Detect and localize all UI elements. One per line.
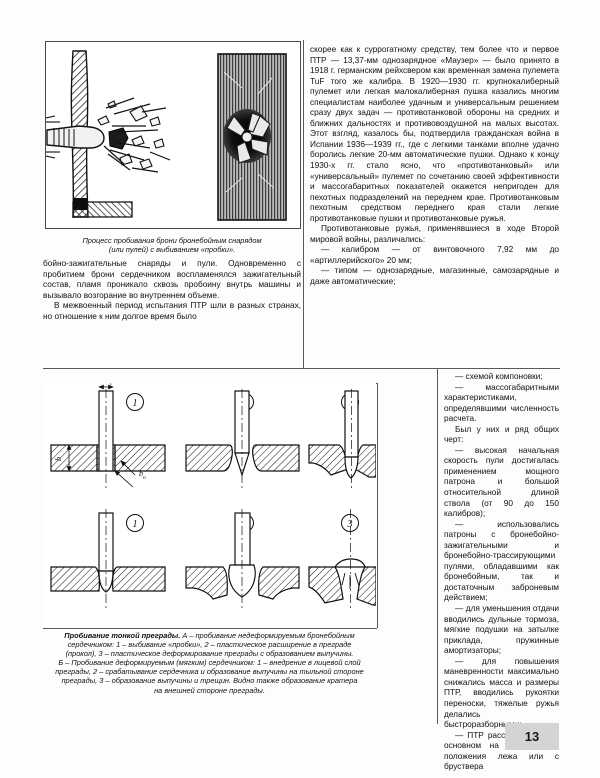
core-diameter-subscript: с (110, 383, 113, 387)
caption-line: Пробивание тонкой преграды. А – пробиван… (43, 631, 376, 640)
caption-line: (прокол), 3 – пластическое деформировани… (65, 649, 354, 659)
page-number: 13 (524, 729, 540, 744)
armor-hole-photograph (217, 53, 287, 221)
column-divider-bottom (437, 369, 438, 724)
caption-line: преграды, 2 – срабатывание сердечника и … (55, 667, 364, 677)
figure-bottom-bottom-rule (43, 628, 377, 629)
page-number-badge: 13 (505, 723, 559, 750)
figure-top-caption-line2: (или пулей) с выбиванием «пробки». (108, 245, 236, 255)
svg-text:b: b (54, 457, 63, 461)
horizontal-rule-right (303, 368, 560, 369)
spall-fragments (97, 100, 165, 170)
list-item: — использовались патроны с бронебойно-за… (444, 518, 559, 603)
caption-line-rest: А – пробивание недеформируемым бронебойн… (180, 631, 355, 640)
panel-a2: 2 (185, 389, 300, 491)
panel-b1: 1 (50, 509, 166, 611)
fragment-motion-lines (103, 97, 171, 173)
plug-thickness-subscript: п (143, 475, 146, 481)
armor-penetration-illustration (45, 41, 301, 229)
panel-a1: 1 d b b (50, 383, 166, 491)
figure-top-caption-line1: Процесс пробивания брони бронебойным сна… (82, 236, 262, 245)
list-item: — для повышения маневренности максимальн… (444, 655, 559, 730)
caption-line: преграды, 3 – образование выпучины и тре… (61, 676, 358, 686)
paragraph: Был у них и ряд общих черт: (444, 423, 559, 445)
list-item: — схемой компоновки; (455, 371, 543, 381)
list-item: — массогабаритными характеристиками, опр… (444, 381, 559, 424)
caption-line: Б – Пробивание деформируемым (мягким) се… (58, 658, 361, 668)
column-divider-top (303, 40, 304, 369)
figure-bottom-right-rule (377, 383, 378, 628)
list-item: — для уменьшения отдачи вводились дульны… (444, 603, 559, 656)
caption-bold-prefix: Пробивание тонкой преграды. (64, 631, 181, 640)
list-item: — типом — однозарядные, магазинные, само… (310, 265, 559, 287)
horizontal-rule-left (43, 368, 303, 369)
svg-text:3: 3 (347, 519, 353, 530)
figure-top-caption: Процесс пробивания брони бронебойным сна… (42, 236, 302, 254)
left-column-text: бойно-зажигательные снаряды и пули. Одно… (43, 258, 301, 321)
paragraph: В межвоенный период испытания ПТР шли в … (43, 300, 301, 321)
svg-text:1: 1 (133, 519, 138, 530)
bullet-core-shape (46, 115, 105, 159)
caption-line: на внешней стороне преграды. (154, 685, 265, 695)
right-column-wide-text: скорее как к суррогатному средству, тем … (310, 44, 559, 287)
svg-text:d: d (104, 383, 109, 384)
petal-rupture (226, 112, 271, 164)
caption-line: сердечником: 1 – выбивание «пробки», 2 –… (67, 640, 352, 650)
thin-barrier-penetration-diagram: 1 d b b (43, 383, 376, 628)
panel-b3: 3 (308, 509, 376, 611)
svg-text:b: b (139, 469, 143, 478)
panel-b2: 2 (185, 509, 300, 611)
svg-text:1: 1 (133, 398, 138, 409)
paragraph: Противотанковые ружья, применявшиеся в х… (310, 223, 559, 244)
paragraph: скорее как к суррогатному средству, тем … (310, 44, 559, 223)
list-item: — калибром — от винтовочного 7,92 мм до … (310, 244, 559, 265)
right-column-narrow-text: — схемой компоновки; — массогабаритными … (444, 371, 559, 772)
figure-bottom-caption: Пробивание тонкой преграды. А – пробиван… (43, 631, 376, 695)
panel-a3: 3 (308, 389, 376, 491)
list-item: — высокая начальная скорость пули достиг… (444, 444, 559, 519)
paragraph: бойно-зажигательные снаряды и пули. Одно… (43, 258, 301, 300)
